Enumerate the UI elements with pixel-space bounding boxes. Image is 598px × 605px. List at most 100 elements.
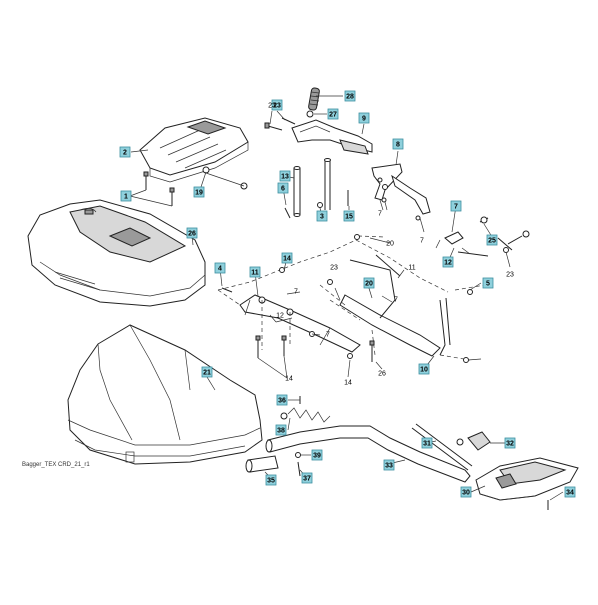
- callout-label: 9: [362, 116, 366, 123]
- callout-38: 38: [275, 424, 287, 436]
- callout-plain-12: 12: [276, 313, 284, 320]
- callout-plain-7: 7: [420, 238, 424, 245]
- part-pivot-arm-8: [371, 163, 431, 215]
- callout-23: 23: [271, 99, 283, 111]
- callout-27: 27: [327, 108, 339, 120]
- callout-label: 13: [281, 174, 289, 181]
- callout-label: 20: [365, 281, 373, 288]
- callout-label: 27: [329, 112, 337, 119]
- callout-label: 31: [423, 441, 431, 448]
- callout-label: 3: [320, 214, 324, 221]
- part-spring-39: [280, 407, 331, 423]
- part-clamp-32: [456, 431, 491, 451]
- callout-11: 11: [249, 266, 261, 278]
- callout-label: 5: [486, 281, 490, 288]
- callout-33: 33: [383, 459, 395, 471]
- callout-label: 6: [281, 186, 285, 193]
- callout-label: 34: [566, 490, 574, 497]
- callout-label: 35: [267, 478, 275, 485]
- callout-19: 19: [193, 186, 205, 198]
- callout-plain-23: 23: [330, 265, 338, 272]
- callout-7: 7: [450, 200, 462, 212]
- callout-28: 28: [344, 90, 356, 102]
- part-link-5: [349, 254, 401, 319]
- callout-37: 37: [301, 472, 313, 484]
- callout-label: 14: [283, 256, 291, 263]
- callout-label: 36: [278, 398, 286, 405]
- drawing-reference-caption: Bagger_TEX CRD_21_r1: [22, 462, 90, 468]
- callout-label: 26: [188, 231, 196, 238]
- callout-label: 2: [123, 150, 127, 157]
- callout-13: 13: [279, 170, 291, 182]
- callout-34: 34: [564, 486, 576, 498]
- callout-plain-14: 14: [285, 376, 293, 383]
- part-frame-bolts-14: [221, 234, 473, 363]
- part-frame-10: [339, 294, 451, 357]
- callout-label: 38: [277, 428, 285, 435]
- callout-14: 14: [281, 252, 293, 264]
- callout-label: 30: [462, 490, 470, 497]
- callout-label: 11: [251, 270, 259, 277]
- part-dashed-outline: [217, 235, 486, 361]
- callout-plain-7: 7: [378, 211, 382, 218]
- callout-12: 12: [442, 256, 454, 268]
- part-deflector-30: [475, 457, 579, 510]
- part-bolt-23-top: [264, 110, 314, 131]
- callout-5: 5: [482, 277, 494, 289]
- callout-32: 32: [504, 437, 516, 449]
- callout-label: 25: [488, 238, 496, 245]
- callout-label: 8: [396, 142, 400, 149]
- callout-label: 37: [303, 476, 311, 483]
- callout-plain-7: 7: [294, 289, 298, 296]
- callout-10: 10: [418, 363, 430, 375]
- callout-2: 2: [119, 146, 131, 158]
- callout-label: 19: [195, 190, 203, 197]
- callout-label: 39: [313, 453, 321, 460]
- callout-label: 28: [346, 94, 354, 101]
- callout-9: 9: [358, 112, 370, 124]
- part-handle-grip-28: [308, 87, 320, 111]
- callout-1: 1: [120, 190, 132, 202]
- callout-35: 35: [265, 474, 277, 486]
- callout-6: 6: [277, 182, 289, 194]
- callout-30: 30: [460, 486, 472, 498]
- callout-3: 3: [316, 210, 328, 222]
- part-tube-33: [265, 425, 471, 483]
- callout-31: 31: [421, 437, 433, 449]
- callout-label: 15: [345, 214, 353, 221]
- callout-label: 1: [124, 194, 128, 201]
- callout-plain-14: 14: [344, 380, 352, 387]
- callout-15: 15: [343, 210, 355, 222]
- callout-4: 4: [214, 262, 226, 274]
- callout-label: 12: [444, 260, 452, 267]
- part-top-cover: [139, 117, 249, 183]
- callout-plain-11: 11: [408, 265, 415, 272]
- callout-label: 4: [218, 266, 222, 273]
- callout-36: 36: [276, 394, 288, 406]
- callout-26: 26: [186, 227, 198, 239]
- part-fasteners-15: [143, 166, 248, 206]
- part-latch-hardware: [435, 216, 530, 257]
- callout-label: 33: [385, 463, 393, 470]
- callout-plain-26: 26: [378, 371, 386, 378]
- callout-plain-20: 20: [386, 241, 394, 248]
- part-rod-13: [324, 158, 349, 210]
- part-bag: [67, 324, 263, 465]
- part-rod-1: [293, 166, 301, 217]
- callout-plain-7: 7: [394, 297, 398, 304]
- callout-39: 39: [311, 449, 323, 461]
- part-bracket-9: [291, 119, 373, 155]
- callout-plain-23: 23: [506, 272, 514, 279]
- callout-plain-23: 23: [268, 103, 276, 110]
- callout-8: 8: [392, 138, 404, 150]
- part-bagger-lid: [27, 199, 206, 307]
- part-sleeve-35: [245, 455, 279, 473]
- callout-plain-7: 7: [326, 332, 330, 339]
- callout-label: 7: [454, 204, 458, 211]
- part-rod-31: [411, 423, 473, 471]
- callout-21: 21: [201, 366, 213, 378]
- callout-label: 23: [273, 103, 281, 110]
- callout-label: 21: [203, 370, 211, 377]
